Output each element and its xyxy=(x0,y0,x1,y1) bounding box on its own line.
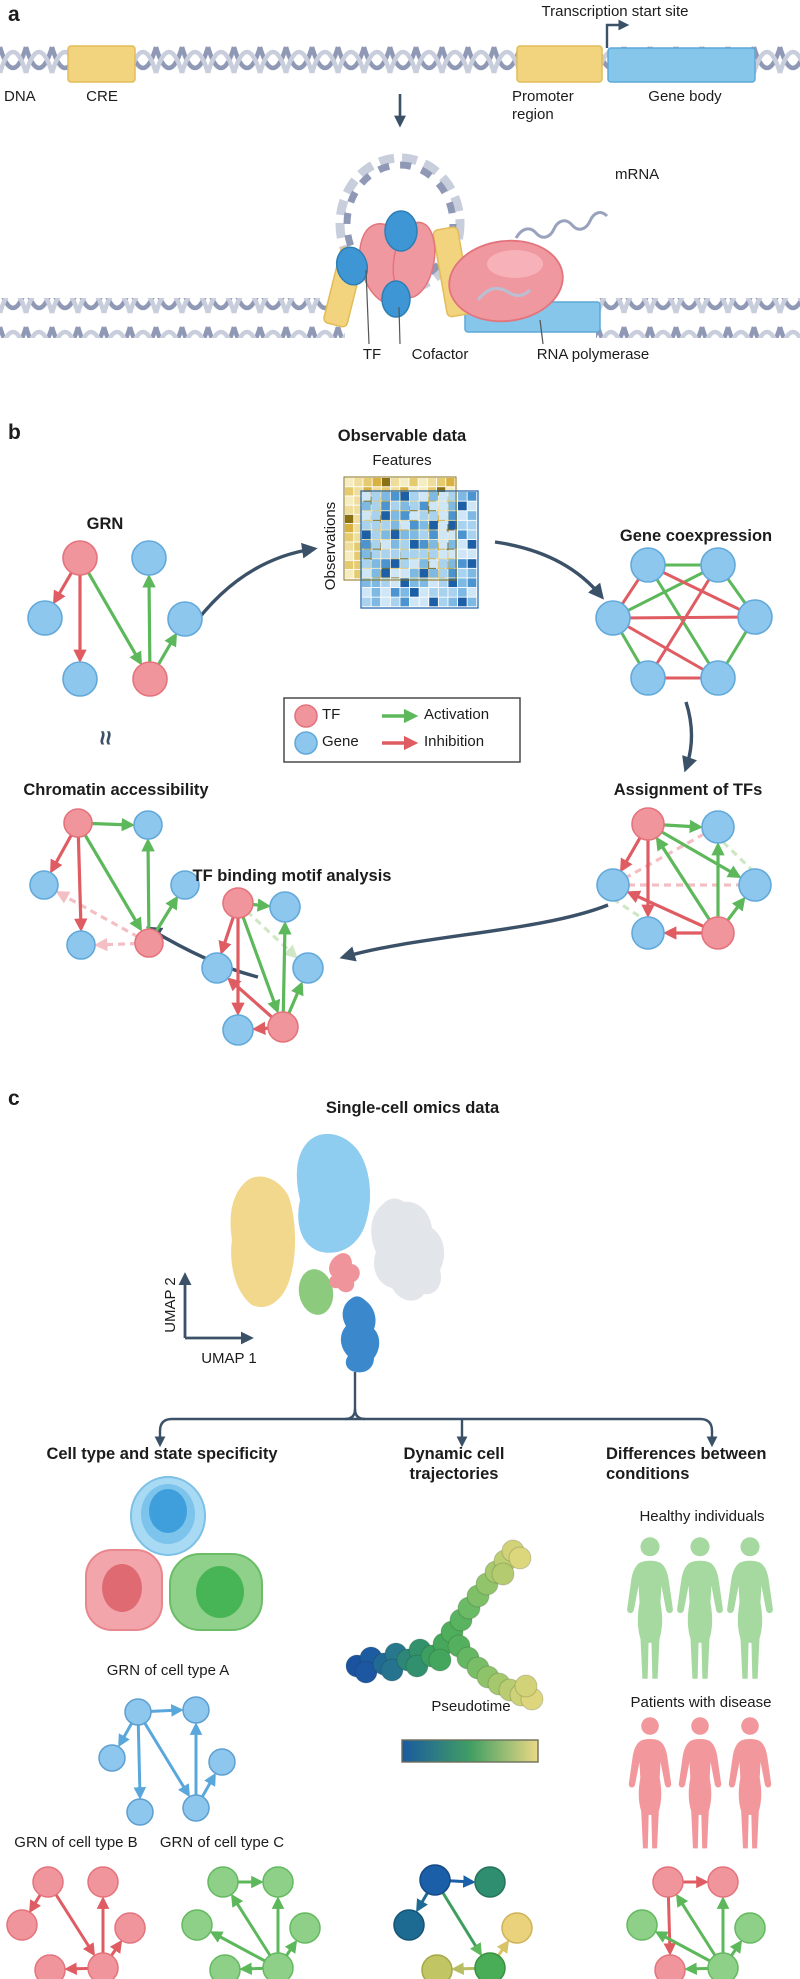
umap-blob-darkblue xyxy=(340,1296,380,1373)
rna-polymerase-label: RNA polymerase xyxy=(536,346,650,363)
tss-label: Transcription start site xyxy=(541,3,689,20)
umap1-axis-label: UMAP 1 xyxy=(201,1350,257,1367)
blue-cell-nucleus xyxy=(149,1489,187,1533)
branch-cell-type-label: Cell type and state specificity xyxy=(46,1445,278,1463)
cre-box xyxy=(67,45,136,83)
dna-strand-bottom-left xyxy=(0,298,345,338)
healthy-individuals-figures xyxy=(627,1537,773,1679)
promoter-label: Promoter region xyxy=(512,88,574,124)
branch-trajectories-label: Dynamic cell trajectories xyxy=(403,1445,505,1484)
legend-tf-circle xyxy=(294,704,318,728)
features-label: Features xyxy=(372,452,432,469)
rna-polymerase-pointer-line xyxy=(539,319,544,345)
legend-gene-label: Gene xyxy=(322,733,359,750)
equivalence-symbol: ≈ xyxy=(91,730,121,745)
tss-arrow xyxy=(605,19,630,48)
condition-comparison-network xyxy=(626,1866,766,1979)
patients-with-disease-label: Patients with disease xyxy=(630,1694,772,1711)
gene-body-box xyxy=(607,47,756,83)
assignment-of-tfs-network xyxy=(596,807,772,950)
panel-b-illustration xyxy=(27,476,773,1046)
pseudotime-colorbar xyxy=(401,1739,539,1763)
cell-drawings xyxy=(85,1476,263,1631)
arrow-data-to-coexpression xyxy=(494,540,604,600)
cofactor-label: Cofactor xyxy=(411,346,469,363)
legend-box xyxy=(283,697,521,763)
gene-body-label: Gene body xyxy=(648,88,722,105)
tf-oval-2 xyxy=(384,210,418,252)
panel-c-label: c xyxy=(8,1087,20,1110)
assignment-of-tfs-label: Assignment of TFs xyxy=(613,781,763,799)
green-cell-nucleus xyxy=(196,1566,244,1618)
grn-cell-type-a-network xyxy=(98,1696,236,1826)
dna-label: DNA xyxy=(4,88,36,105)
legend-activation-label: Activation xyxy=(424,706,490,723)
umap2-axis-label: UMAP 2 xyxy=(162,1277,179,1333)
grn-cell-type-c-label: GRN of cell type C xyxy=(159,1834,285,1851)
legend-gene-circle xyxy=(294,731,318,755)
grn-cell-type-b-network xyxy=(6,1866,146,1979)
pseudotime-label: Pseudotime xyxy=(431,1698,511,1715)
umap-blob-lightblue xyxy=(296,1133,371,1253)
tf-label: TF xyxy=(362,346,382,363)
patients-with-disease-figures xyxy=(628,1717,772,1849)
grn-label: GRN xyxy=(86,515,124,533)
tf-pointer-line xyxy=(365,269,370,345)
gene-coexpression-label: Gene coexpression xyxy=(619,527,773,545)
blue-matrix-border xyxy=(360,490,479,609)
tf-oval-3 xyxy=(381,280,411,318)
mrna-label: mRNA xyxy=(615,166,660,183)
panel-a-illustration xyxy=(0,19,800,345)
pseudotime-network xyxy=(393,1864,533,1979)
single-cell-omics-title: Single-cell omics data xyxy=(325,1099,500,1117)
branch-connector xyxy=(154,1372,718,1448)
legend-inhibition-label: Inhibition xyxy=(424,733,485,750)
dna-loop-strand-dark xyxy=(343,161,457,287)
tf-binding-motif-network xyxy=(201,887,324,1046)
arrow-coexpression-to-assignment xyxy=(682,701,697,773)
umap-blob-green xyxy=(298,1269,334,1315)
yellow-matrix-border xyxy=(343,476,457,581)
cell-trajectory xyxy=(345,1539,544,1711)
arrow-assignment-to-motif xyxy=(339,903,609,962)
chromatin-accessibility-label: Chromatin accessibility xyxy=(23,781,209,799)
panel-b-label: b xyxy=(8,421,21,444)
umap-blob-pink xyxy=(329,1253,360,1293)
tf-binding-motif-label: TF binding motif analysis xyxy=(192,867,392,885)
healthy-individuals-label: Healthy individuals xyxy=(639,1508,765,1525)
observable-data-label: Observable data xyxy=(337,427,467,445)
grn-cell-type-c-network xyxy=(181,1866,321,1979)
grn-cell-type-b-label: GRN of cell type B xyxy=(14,1834,138,1851)
grn-cell-type-a-label: GRN of cell type A xyxy=(106,1662,230,1679)
panel-a-label: a xyxy=(8,3,20,26)
mrna-thread xyxy=(476,286,532,301)
umap-clusters xyxy=(230,1133,445,1373)
arrow-grn-to-data xyxy=(188,542,318,631)
umap-blob-gray xyxy=(371,1198,445,1301)
dna-strand-bottom-right xyxy=(596,298,800,338)
legend xyxy=(283,697,521,763)
legend-tf-label: TF xyxy=(322,706,341,723)
rna-polymerase-highlight xyxy=(487,250,543,278)
tf-oval-1 xyxy=(335,246,369,286)
mrna-squiggle xyxy=(514,211,609,239)
gene-coexpression-network xyxy=(595,547,773,696)
grn-network xyxy=(27,540,203,697)
chromatin-accessibility-network xyxy=(29,808,200,960)
panel-c-illustration xyxy=(6,1133,773,1979)
observations-matrix-blue xyxy=(362,492,477,607)
umap-blob-yellow xyxy=(230,1176,296,1307)
branch-conditions-label: Differences between conditions xyxy=(606,1445,767,1484)
cre-label: CRE xyxy=(86,88,118,105)
cofactor-pointer-line xyxy=(398,306,401,345)
promoter-box xyxy=(516,45,603,83)
observations-label: Observations xyxy=(322,501,339,591)
red-cell-nucleus xyxy=(102,1564,142,1612)
